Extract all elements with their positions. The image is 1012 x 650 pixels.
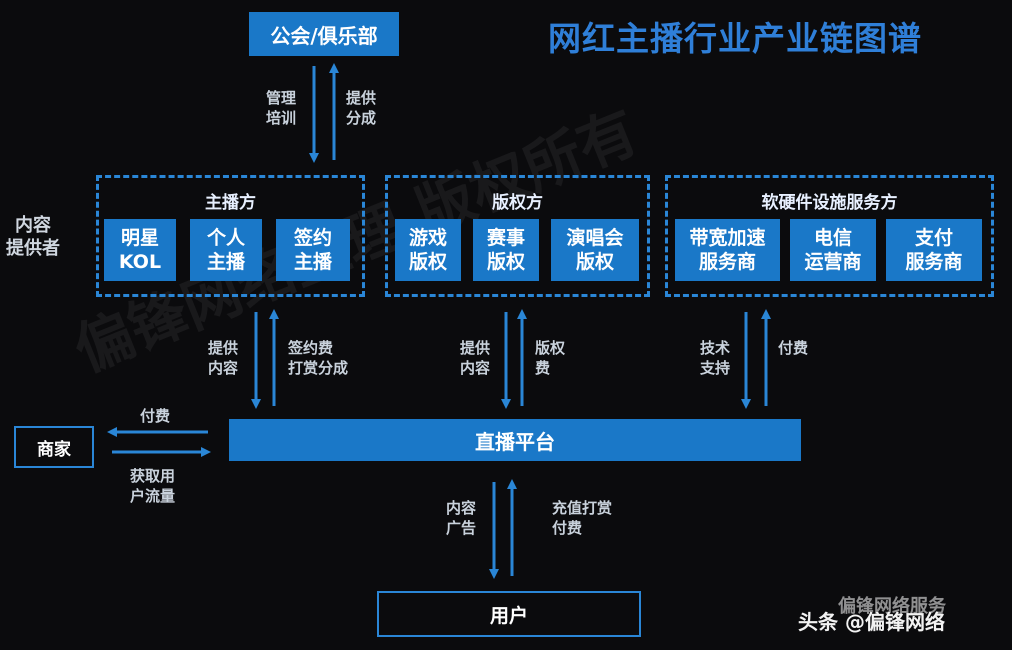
label-content-ads: 内容 广告: [446, 499, 477, 537]
group-anchors: [96, 175, 365, 297]
cell-individual-anchor: 个人主播: [190, 219, 262, 281]
diagram-title: 网红主播行业产业链图谱: [548, 19, 922, 58]
cell-telecom-operator: 电信运营商: [790, 219, 876, 281]
cell-game-copyright: 游戏版权: [395, 219, 461, 281]
cell-event-copyright: 赛事版权: [473, 219, 539, 281]
guild-box: 公会/俱乐部: [249, 12, 399, 56]
label-provide-share: 提供 分成: [346, 89, 377, 127]
label-tech-support: 技术 支持: [700, 339, 731, 377]
label-signing-fee: 签约费 打赏分成: [288, 339, 349, 377]
label-copyright-fee: 版权 费: [535, 339, 566, 377]
label-gain-traffic: 获取用 户流量: [130, 467, 176, 505]
cell-bandwidth-provider: 带宽加速服务商: [675, 219, 780, 281]
label-copyright-provide-content: 提供 内容: [460, 339, 491, 377]
merchant-box: 商家: [14, 426, 94, 468]
cell-concert-copyright: 演唱会版权: [551, 219, 639, 281]
label-manage-train: 管理 培训: [266, 89, 297, 127]
footer-credit: 头条 @偏锋网络: [798, 610, 945, 634]
group-infrastructure-title: 软硬件设施服务方: [761, 193, 898, 213]
label-recharge-tip: 充值打赏 付费: [552, 499, 613, 537]
user-box: 用户: [377, 591, 641, 637]
footer-overlay-text: 偏锋网络服务: [838, 596, 946, 617]
group-copyright: [385, 175, 650, 297]
group-copyright-title: 版权方: [492, 193, 543, 213]
label-merchant-pay: 付费: [140, 407, 171, 425]
cell-signed-anchor: 签约主播: [276, 219, 350, 281]
group-anchors-title: 主播方: [205, 193, 256, 213]
live-platform-bar: 直播平台: [229, 419, 801, 461]
cell-payment-provider: 支付服务商: [886, 219, 982, 281]
label-infra-payment: 付费: [778, 339, 809, 357]
label-anchor-provide-content: 提供 内容: [208, 339, 239, 377]
content-provider-label: 内容 提供者: [6, 215, 60, 259]
group-infrastructure: [665, 175, 994, 297]
